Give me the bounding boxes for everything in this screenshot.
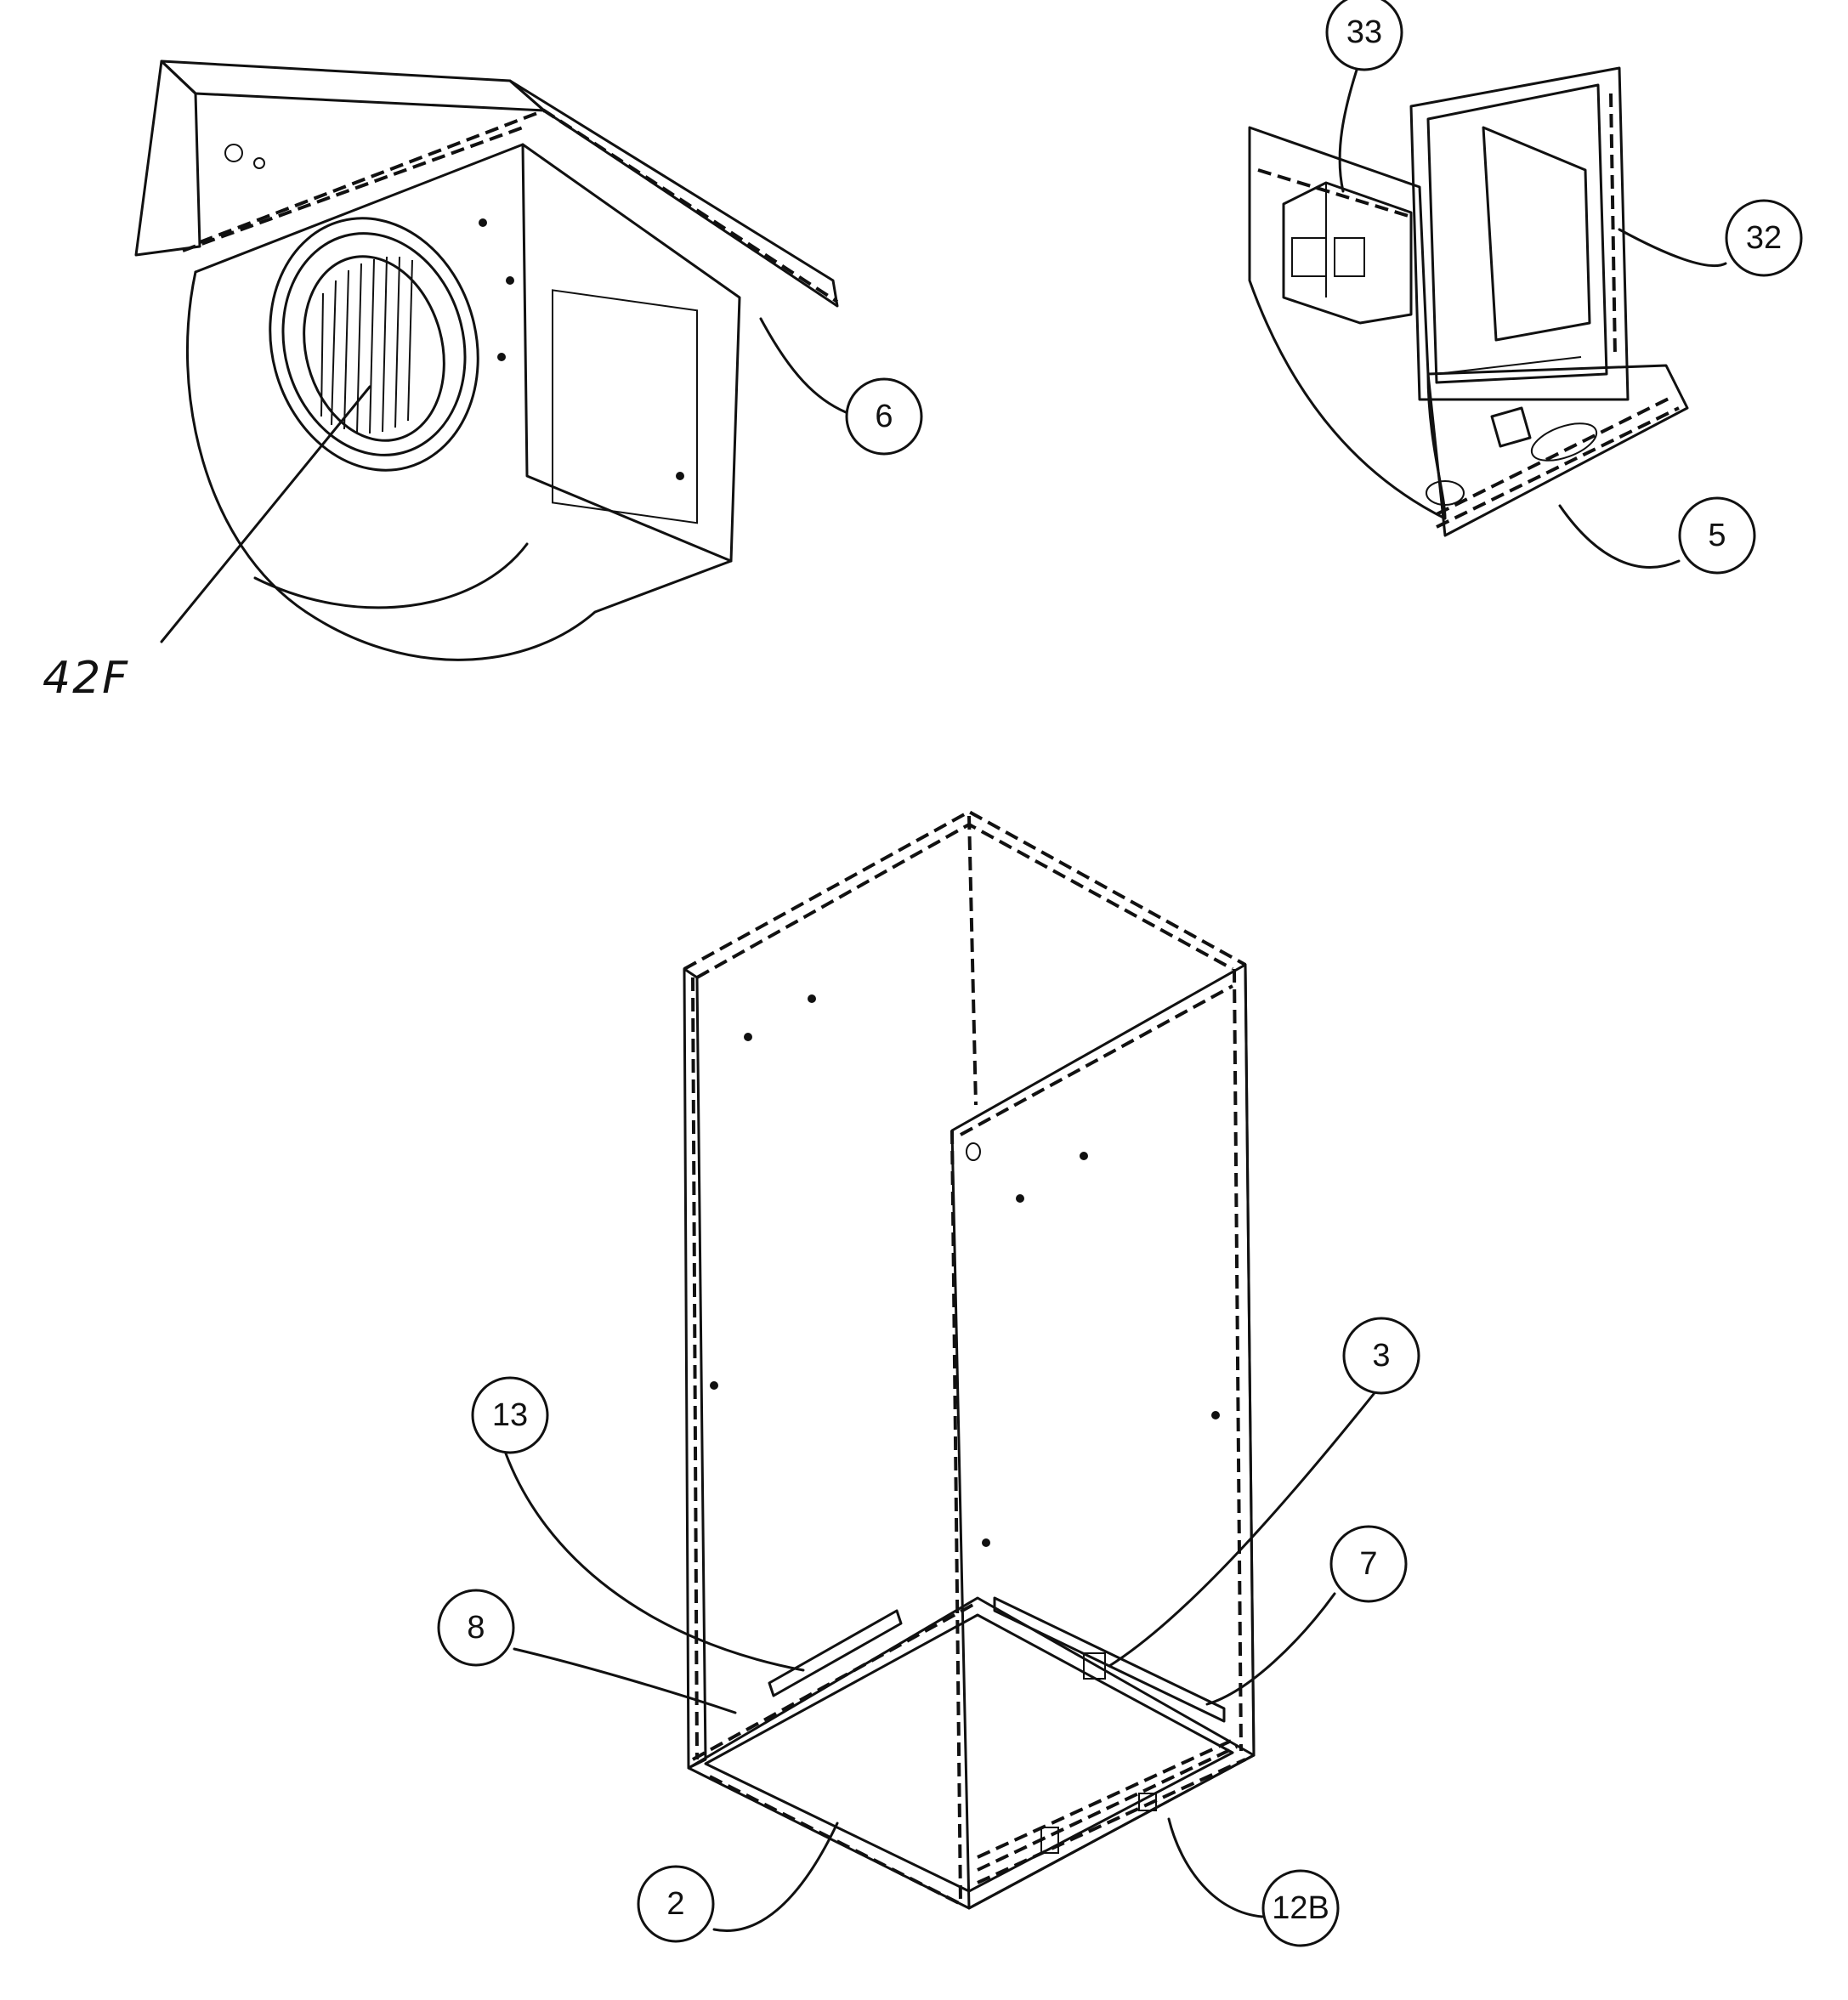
leader-12b [1167, 1817, 1264, 1918]
svg-text:7: 7 [1359, 1546, 1377, 1582]
callout-7: 7 [1329, 1525, 1408, 1603]
svg-text:12B: 12B [1272, 1890, 1329, 1926]
leader-13 [504, 1452, 805, 1672]
callout-12b: 12B [1261, 1869, 1340, 1947]
svg-text:33: 33 [1346, 14, 1382, 50]
svg-text:6: 6 [875, 399, 893, 434]
leader-33 [1338, 58, 1362, 193]
leader-8 [513, 1647, 737, 1714]
callout-2: 2 [637, 1865, 715, 1943]
leader-7 [1205, 1592, 1336, 1706]
callout-32: 32 [1725, 199, 1803, 277]
callout-33: 33 [1325, 0, 1403, 71]
svg-text:32: 32 [1746, 220, 1782, 256]
blower-assembly [134, 59, 839, 661]
cabinet-assembly [683, 809, 1256, 1910]
callout-5: 5 [1678, 496, 1756, 575]
control-box-assembly [1248, 66, 1689, 537]
leader-2 [712, 1822, 839, 1932]
svg-text:5: 5 [1708, 518, 1726, 553]
callout-42f-label: 42F [43, 653, 129, 704]
leader-5 [1558, 504, 1681, 569]
leader-6 [759, 317, 847, 414]
leader-3 [1108, 1388, 1379, 1668]
svg-text:2: 2 [666, 1886, 684, 1922]
leader-32 [1618, 228, 1727, 268]
leader-42f [160, 385, 371, 643]
svg-text:3: 3 [1372, 1338, 1390, 1374]
callout-8: 8 [437, 1589, 515, 1667]
svg-text:8: 8 [467, 1610, 485, 1646]
callout-13: 13 [471, 1376, 549, 1454]
callout-3: 3 [1342, 1317, 1420, 1395]
callout-6: 6 [845, 377, 923, 456]
svg-text:13: 13 [492, 1397, 528, 1433]
